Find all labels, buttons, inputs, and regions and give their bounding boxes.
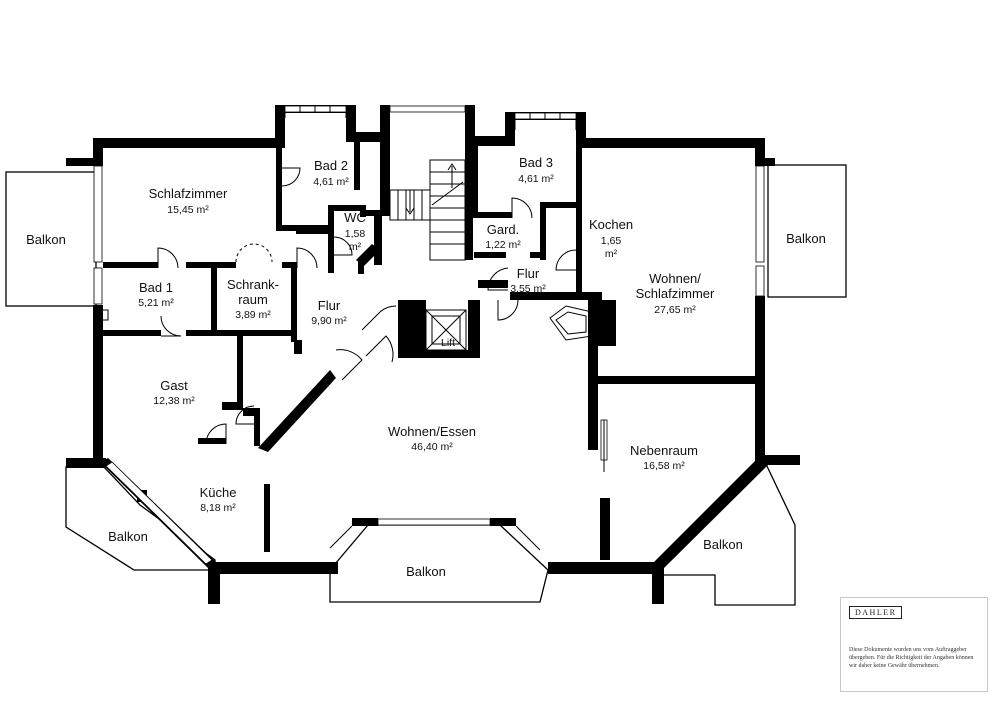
room-wc-name: WC bbox=[344, 210, 366, 225]
room-schlafzimmer-area: 15,45 m² bbox=[167, 204, 209, 216]
fixtures bbox=[97, 305, 611, 345]
disclaimer-box: DAHLER Diese Dokumente wurden uns vom Au… bbox=[840, 597, 988, 692]
room-lift-name: Lift bbox=[441, 337, 455, 349]
room-wc-area-value: 1,58 bbox=[345, 228, 366, 240]
balcony-rails bbox=[284, 106, 577, 551]
room-schrankraum-area: 3,89 m² bbox=[235, 309, 271, 321]
doors bbox=[157, 167, 605, 520]
room-kochen-area-unit: m² bbox=[605, 248, 618, 260]
room-schrankraum-name-line2: raum bbox=[238, 292, 268, 307]
room-balkon-west-name: Balkon bbox=[26, 232, 66, 247]
room-bad1-name: Bad 1 bbox=[139, 280, 173, 295]
room-gast-name: Gast bbox=[160, 378, 188, 393]
room-bad3-name: Bad 3 bbox=[519, 155, 553, 170]
room-schrankraum-name-line1: Schrank- bbox=[227, 277, 279, 292]
brand-logo: DAHLER bbox=[849, 606, 903, 619]
room-nebenraum-area: 16,58 m² bbox=[643, 460, 685, 472]
room-balkon-south-name: Balkon bbox=[406, 564, 446, 579]
room-kueche-area: 8,18 m² bbox=[200, 502, 236, 514]
room-wohnen-schlafzimmer-name-line2: Schlafzimmer bbox=[636, 286, 715, 301]
room-labels: Balkon Schlafzimmer 15,45 m² Bad 2 4,61 … bbox=[26, 155, 826, 579]
room-bad2-area: 4,61 m² bbox=[313, 176, 349, 188]
room-wohnen-essen-area: 46,40 m² bbox=[411, 441, 453, 453]
room-nebenraum-name: Nebenraum bbox=[630, 443, 698, 458]
room-wohnen-essen-name: Wohnen/Essen bbox=[388, 424, 476, 439]
room-kueche-name: Küche bbox=[200, 485, 237, 500]
room-gard-area: 1,22 m² bbox=[485, 239, 521, 251]
room-flur-west-name: Flur bbox=[318, 298, 341, 313]
room-bad3-area: 4,61 m² bbox=[518, 173, 554, 185]
room-kochen-area-value: 1,65 bbox=[601, 235, 622, 247]
room-balkon-east-name: Balkon bbox=[786, 231, 826, 246]
room-bad1-area: 5,21 m² bbox=[138, 297, 174, 309]
room-bad2-name: Bad 2 bbox=[314, 158, 348, 173]
room-wohnen-schlafzimmer-name-line1: Wohnen/ bbox=[649, 271, 701, 286]
room-balkon-southeast-name: Balkon bbox=[703, 537, 743, 552]
lift-shaft bbox=[425, 309, 467, 351]
disclaimer-text: Diese Dokumente wurden uns vom Auftragge… bbox=[849, 647, 974, 669]
room-flur-east-area: 3,55 m² bbox=[510, 283, 546, 295]
room-flur-west-area: 9,90 m² bbox=[311, 315, 347, 327]
room-schlafzimmer-name: Schlafzimmer bbox=[149, 186, 228, 201]
room-gard-name: Gard. bbox=[487, 222, 520, 237]
stair bbox=[389, 159, 466, 261]
room-gast-area: 12,38 m² bbox=[153, 395, 195, 407]
room-wc-area-unit: m² bbox=[349, 241, 362, 253]
room-kochen-name: Kochen bbox=[589, 217, 633, 232]
room-wohnen-schlafzimmer-area: 27,65 m² bbox=[654, 304, 696, 316]
room-balkon-southwest-name: Balkon bbox=[108, 529, 148, 544]
room-flur-east-name: Flur bbox=[517, 266, 540, 281]
